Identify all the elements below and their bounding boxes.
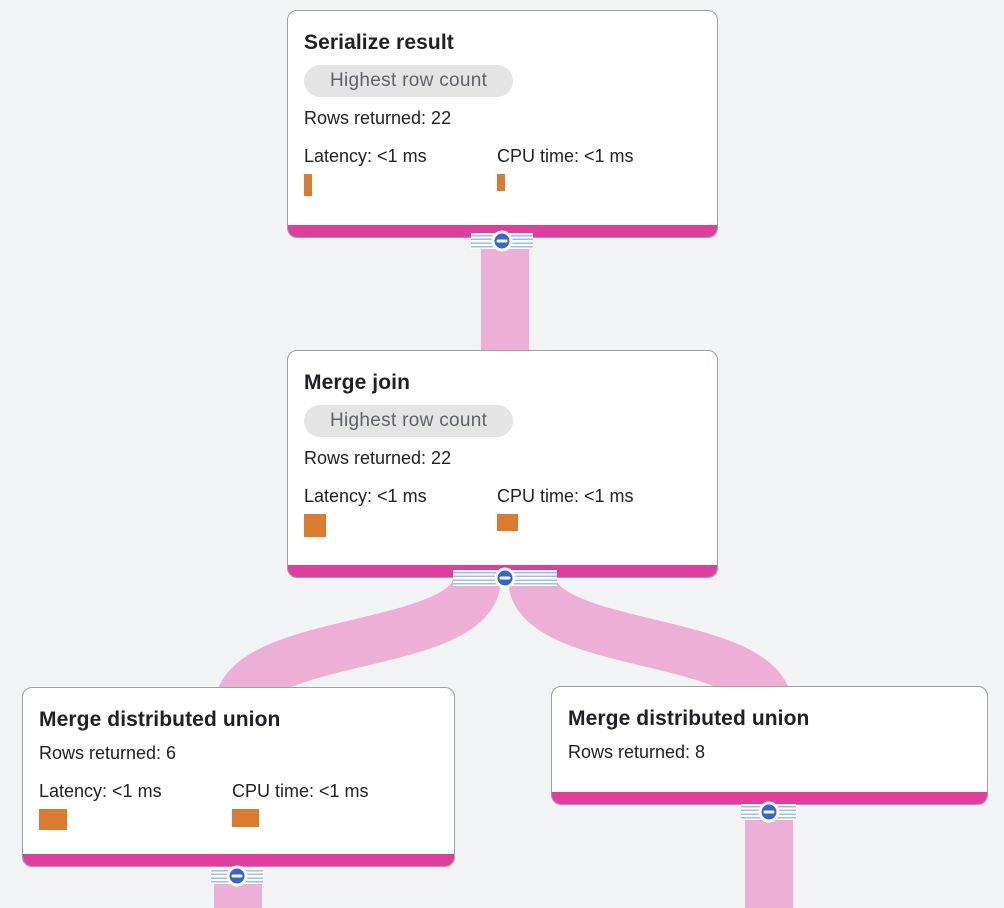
minus-icon	[499, 576, 511, 580]
connector-left-union	[211, 865, 263, 887]
rows-returned-text: Rows returned: 22	[304, 108, 452, 128]
collapse-button[interactable]	[491, 230, 513, 252]
minus-icon	[763, 810, 774, 814]
cpu-time-metric: CPU time: <1 ms	[497, 484, 690, 537]
plan-node-serialize-result[interactable]: Serialize result Highest row count Rows …	[287, 10, 718, 238]
rows-returned-text: Rows returned: 22	[304, 448, 452, 468]
collapse-button[interactable]	[226, 865, 248, 887]
node-title: Merge distributed union	[568, 707, 810, 730]
latency-label: Latency: <1 ms	[304, 146, 427, 166]
cpu-time-bar	[497, 514, 518, 531]
edge-right-union-to-children	[745, 810, 793, 908]
collapse-button[interactable]	[494, 567, 516, 589]
edge-merge-join-to-left-union	[214, 574, 501, 714]
cpu-time-metric: CPU time: <1 ms	[497, 144, 690, 196]
latency-bar	[304, 514, 326, 537]
latency-bar	[304, 174, 312, 196]
connector-merge-join	[453, 567, 557, 589]
latency-label: Latency: <1 ms	[304, 486, 427, 506]
node-accent-bar	[552, 792, 987, 804]
latency-metric: Latency: <1 ms	[39, 779, 232, 830]
edge-serialize-to-merge-join	[481, 242, 529, 352]
connector-serialize-result	[471, 230, 533, 252]
metrics-row: Latency: <1 ms CPU time: <1 ms	[304, 144, 701, 196]
connector-right-union	[741, 801, 796, 823]
node-accent-bar	[23, 854, 454, 866]
latency-label: Latency: <1 ms	[39, 781, 162, 801]
cpu-time-metric: CPU time: <1 ms	[232, 779, 425, 830]
cpu-time-bar	[497, 174, 505, 191]
latency-metric: Latency: <1 ms	[304, 484, 497, 537]
plan-node-merge-distributed-union-left[interactable]: Merge distributed union Rows returned: 6…	[22, 687, 455, 867]
cpu-time-label: CPU time: <1 ms	[497, 486, 634, 506]
latency-metric: Latency: <1 ms	[304, 144, 497, 196]
collapse-button[interactable]	[758, 801, 779, 823]
rows-returned-text: Rows returned: 6	[39, 743, 177, 763]
metrics-row: Latency: <1 ms CPU time: <1 ms	[304, 484, 701, 537]
plan-node-merge-distributed-union-right[interactable]: Merge distributed union Rows returned: 8	[551, 686, 988, 805]
minus-icon	[231, 874, 243, 878]
cpu-time-bar	[232, 809, 259, 827]
node-title: Serialize result	[304, 31, 454, 54]
cpu-time-label: CPU time: <1 ms	[497, 146, 634, 166]
minus-icon	[496, 239, 508, 243]
highest-row-count-badge: Highest row count	[304, 405, 514, 437]
highest-row-count-badge: Highest row count	[304, 65, 514, 97]
node-title: Merge distributed union	[39, 708, 281, 731]
node-title: Merge join	[304, 371, 411, 394]
cpu-time-label: CPU time: <1 ms	[232, 781, 369, 801]
plan-node-merge-join[interactable]: Merge join Highest row count Rows return…	[287, 350, 718, 578]
latency-bar	[39, 809, 67, 830]
rows-returned-text: Rows returned: 8	[568, 742, 706, 762]
metrics-row: Latency: <1 ms CPU time: <1 ms	[39, 779, 438, 830]
edge-merge-join-to-right-union	[508, 574, 793, 714]
